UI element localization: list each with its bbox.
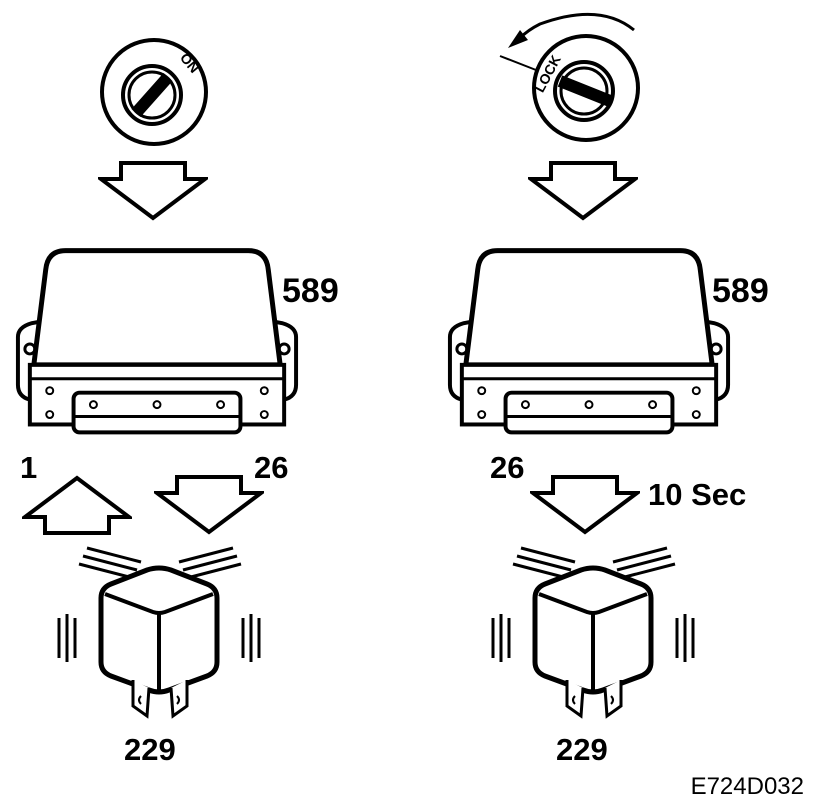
module-label: 589 [282, 272, 339, 310]
rotation-arrow-icon [499, 12, 635, 71]
ignition-switch-icon [532, 34, 640, 142]
down-arrow-icon [533, 477, 637, 532]
down-arrow-icon [157, 477, 261, 532]
relay-label: 229 [124, 732, 176, 767]
delay-label: 10 Sec [648, 477, 746, 512]
down-arrow-icon [101, 163, 205, 218]
relay-icon [493, 548, 693, 716]
input-pin-label: 1 [20, 450, 37, 485]
relay-label: 229 [556, 732, 608, 767]
output-pin-label: 26 [490, 450, 524, 485]
down-arrow-icon [531, 163, 635, 218]
control-module-icon [450, 251, 728, 433]
ignition-switch-lock: LOCK [499, 12, 640, 142]
module-label: 589 [712, 272, 769, 310]
output-pin-label: 26 [254, 450, 288, 485]
ignition-switch-icon [100, 38, 208, 146]
relay-icon [59, 548, 259, 716]
control-module-icon [18, 251, 296, 433]
up-arrow-icon [25, 478, 129, 533]
ignition-switch-on: ON [100, 38, 208, 146]
figure-code: E724D032 [691, 773, 804, 800]
